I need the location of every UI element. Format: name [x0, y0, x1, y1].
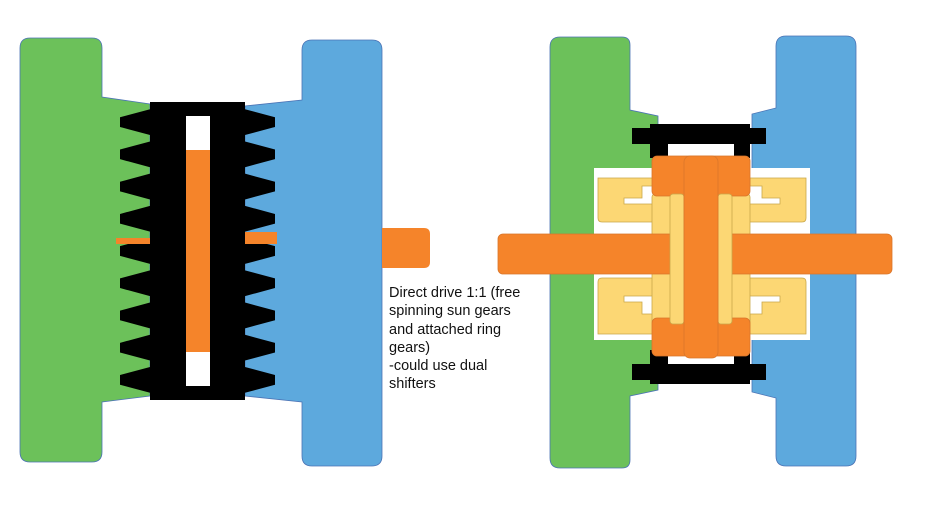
- caption-line: spinning sun gears: [389, 303, 511, 320]
- caption-line: shifters: [389, 376, 436, 393]
- left-assembly: [19, 37, 430, 467]
- caption-text: Direct drive 1:1 (free spinning sun gear…: [389, 284, 539, 394]
- right-orange-center-bar: [683, 155, 719, 359]
- left-orange-mark-right: [245, 232, 277, 244]
- right-yellow-bracket-bl: [597, 277, 667, 335]
- right-yellow-bracket-tl: [597, 177, 667, 223]
- right-yellow-plate-right-inner: [717, 193, 733, 325]
- caption-line: gears): [389, 339, 431, 356]
- left-blue-housing: [244, 39, 383, 467]
- caption-line: -could use dual: [389, 358, 488, 375]
- right-yellow-plate-left-inner: [669, 193, 685, 325]
- right-black-ring-top: [632, 124, 766, 158]
- right-black-ring-bottom: [632, 350, 766, 384]
- left-green-housing: [19, 37, 151, 463]
- left-orange-stub: [382, 228, 430, 268]
- left-orange-shaft: [186, 150, 210, 352]
- left-orange-mark-left: [116, 238, 150, 244]
- right-yellow-bracket-br: [737, 277, 807, 335]
- caption-line: and attached ring: [389, 321, 502, 338]
- right-yellow-bracket-tr: [737, 177, 807, 223]
- right-assembly: [497, 35, 893, 469]
- caption-line: Direct drive 1:1 (free: [389, 285, 521, 301]
